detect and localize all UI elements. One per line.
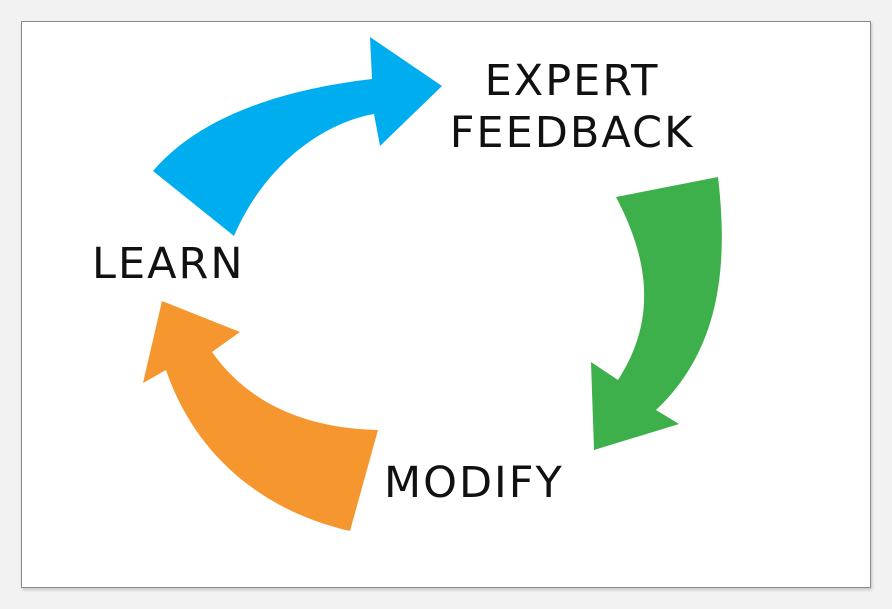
modify-label: MODIFY bbox=[384, 458, 564, 508]
expert-feedback-label: EXPERT FEEDBACK bbox=[432, 55, 712, 159]
expert-label-line1: EXPERT bbox=[484, 56, 660, 106]
orange-arrow bbox=[143, 301, 378, 531]
green-arrow bbox=[591, 177, 722, 450]
blue-arrow bbox=[153, 37, 442, 236]
expert-label-line2: FEEDBACK bbox=[449, 108, 695, 158]
learn-label: LEARN bbox=[92, 239, 245, 289]
